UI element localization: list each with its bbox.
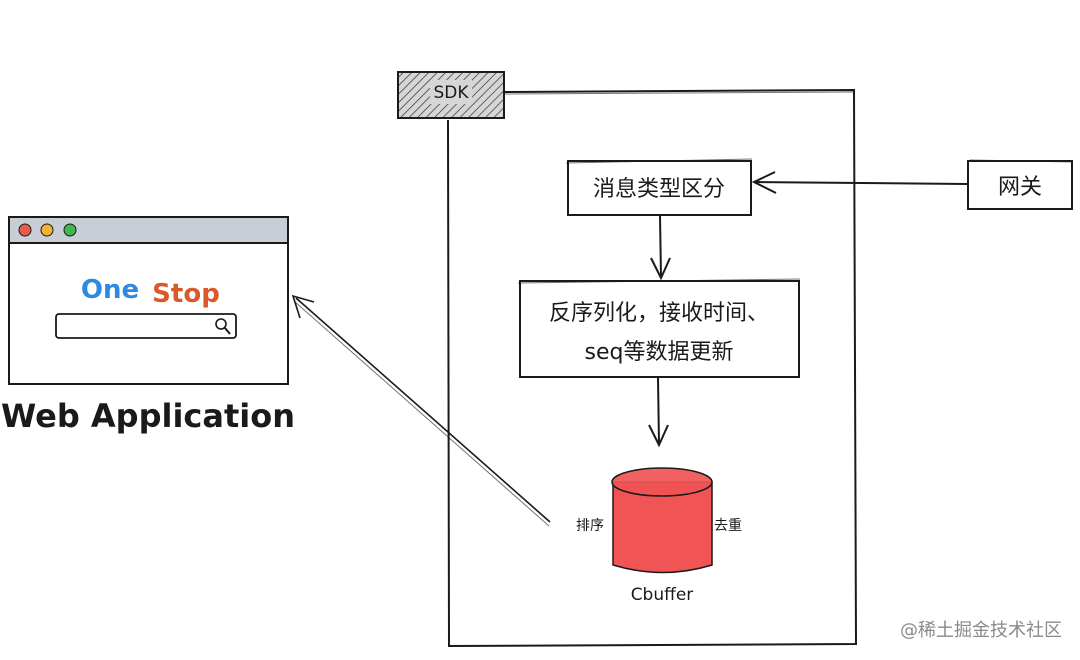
web-application-label: Web Application bbox=[1, 397, 295, 435]
arrow-process-to-buffer bbox=[648, 377, 669, 448]
sdk-tab: SDK bbox=[397, 71, 505, 119]
arrow-buffer-to-webapp bbox=[291, 294, 551, 527]
dedupe-label: 去重 bbox=[714, 518, 742, 534]
brand-stop: Stop bbox=[152, 279, 220, 309]
gateway-label: 网关 bbox=[998, 175, 1042, 200]
arrow-gateway-to-classify bbox=[751, 171, 968, 194]
sort-label: 排序 bbox=[576, 518, 604, 534]
search-icon[interactable] bbox=[215, 318, 231, 335]
browser-window: One Stop bbox=[8, 216, 289, 385]
arrow-classify-to-process bbox=[650, 215, 671, 281]
classify-box: 消息类型区分 bbox=[565, 158, 753, 216]
search-input[interactable] bbox=[55, 313, 237, 339]
sdk-container bbox=[447, 88, 858, 648]
gateway-box: 网关 bbox=[967, 159, 1074, 210]
cbuffer-cylinder: Cbuffer 排序 去重 bbox=[576, 467, 742, 605]
minimize-dot bbox=[40, 223, 54, 237]
watermark: @稀土掘金技术社区 bbox=[900, 620, 1062, 641]
maximize-dot bbox=[63, 223, 77, 237]
classify-label: 消息类型区分 bbox=[593, 177, 725, 202]
process-label-line1: 反序列化，接收时间、 bbox=[549, 301, 769, 326]
sdk-label: SDK bbox=[433, 83, 469, 103]
cbuffer-label: Cbuffer bbox=[631, 585, 694, 605]
process-box: 反序列化，接收时间、 seq等数据更新 bbox=[517, 278, 801, 378]
process-label-line2: seq等数据更新 bbox=[585, 340, 734, 365]
close-dot bbox=[18, 223, 32, 237]
brand-one: One bbox=[81, 275, 139, 305]
